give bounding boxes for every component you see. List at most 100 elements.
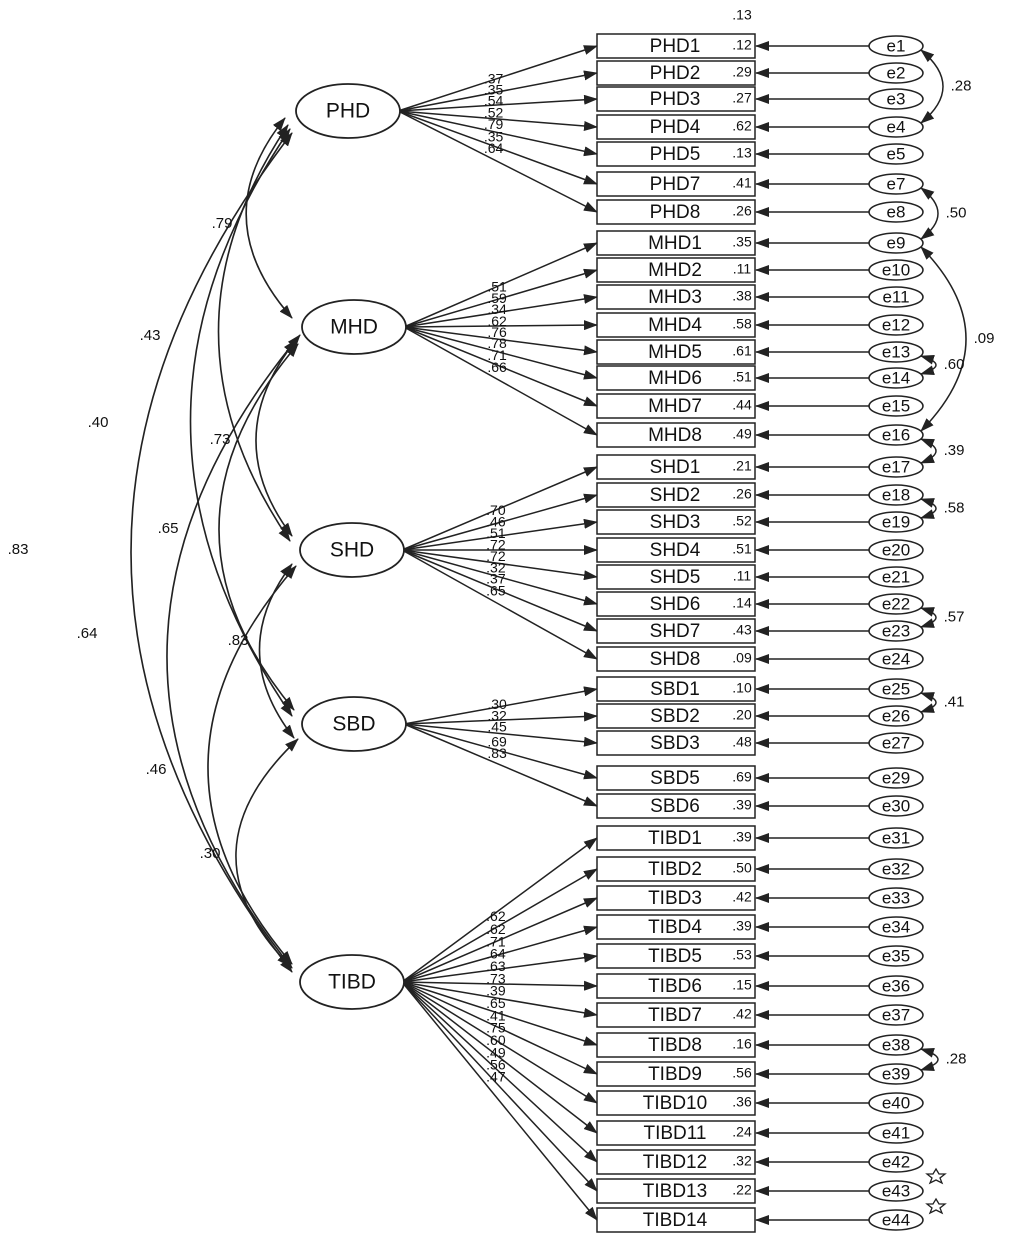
loading-label: .56 xyxy=(486,1056,506,1072)
r-squared-label: .09 xyxy=(732,650,752,666)
loading-arrow xyxy=(397,110,598,213)
r-squared-label: .42 xyxy=(732,1006,752,1022)
indicator-label: SBD5 xyxy=(650,768,700,789)
r-squared-label: .35 xyxy=(732,234,752,250)
indicator-box xyxy=(596,482,756,508)
error-term-ellipse xyxy=(868,593,924,615)
indicator-label: TIBD7 xyxy=(648,1005,702,1026)
indicator-box xyxy=(596,454,756,480)
indicator-label: PHD4 xyxy=(650,117,701,138)
error-term-label: e33 xyxy=(882,888,910,907)
indicator-box xyxy=(596,339,756,365)
loading-arrow xyxy=(403,723,598,780)
indicator-box xyxy=(596,60,756,86)
indicator-label: PHD8 xyxy=(650,202,701,223)
loading-label: .37 xyxy=(484,70,504,86)
indicator-box xyxy=(596,730,756,756)
loading-arrow xyxy=(401,981,598,1221)
error-term-label: e9 xyxy=(887,233,906,252)
latent-ellipse xyxy=(299,522,405,578)
error-term-ellipse xyxy=(868,173,924,195)
latent-covariance-arc xyxy=(235,738,299,967)
loading-arrow xyxy=(397,70,598,112)
r-squared-label: .43 xyxy=(732,622,752,638)
r-squared-label: .48 xyxy=(732,734,752,750)
error-term-ellipse xyxy=(868,945,924,967)
error-term-label: e11 xyxy=(882,287,909,306)
indicator-label: TIBD3 xyxy=(648,888,702,909)
r-squared-label: .42 xyxy=(732,889,752,905)
indicator-box xyxy=(596,646,756,672)
error-term-label: e31 xyxy=(882,828,910,847)
loading-label: .76 xyxy=(487,324,507,340)
error-term-label: e30 xyxy=(882,796,910,815)
error-term-ellipse xyxy=(868,1034,924,1056)
loading-arrow xyxy=(403,268,598,328)
error-term-ellipse xyxy=(868,1180,924,1202)
indicator-box xyxy=(596,914,756,940)
error-term-ellipse xyxy=(868,395,924,417)
latent-covariance-label: .64 xyxy=(77,625,98,642)
error-term-label: e39 xyxy=(882,1064,910,1083)
loading-label: .51 xyxy=(487,278,507,294)
latent-covariance-label: .65 xyxy=(158,520,179,537)
loading-label: .52 xyxy=(484,104,504,120)
loading-arrow xyxy=(401,549,598,632)
loading-arrow xyxy=(403,723,598,747)
loading-arrow xyxy=(401,466,598,551)
error-term-label: e3 xyxy=(887,89,906,108)
error-covariance-label: .57 xyxy=(944,608,965,625)
indicator-label: TIBD10 xyxy=(643,1093,707,1114)
error-term-ellipse xyxy=(868,1092,924,1114)
r-squared-label: .26 xyxy=(732,203,752,219)
latent-covariance-arc xyxy=(245,117,293,319)
loading-arrow xyxy=(403,326,598,380)
error-term-ellipse xyxy=(868,314,924,336)
latent-label: MHD xyxy=(330,316,378,339)
indicator-box xyxy=(596,1002,756,1028)
loading-label: .41 xyxy=(486,1007,506,1023)
indicator-box xyxy=(596,943,756,969)
error-term-label: e4 xyxy=(887,117,906,136)
error-covariance-arc xyxy=(920,607,937,628)
error-term-label: e36 xyxy=(882,976,910,995)
indicator-box xyxy=(596,885,756,911)
indicator-box xyxy=(596,312,756,338)
loading-label: .59 xyxy=(487,290,507,306)
r-squared-label: .16 xyxy=(732,1036,752,1052)
indicator-label: SBD2 xyxy=(650,706,700,727)
error-term-label: e8 xyxy=(887,202,906,221)
loading-arrow xyxy=(403,711,598,725)
indicator-label: TIBD5 xyxy=(648,946,702,967)
r-squared-label: .15 xyxy=(732,977,752,993)
loading-arrow xyxy=(401,549,598,606)
loading-arrow xyxy=(403,326,598,356)
indicator-box xyxy=(596,284,756,310)
error-covariance-label: .28 xyxy=(946,1050,967,1067)
r-squared-label: .14 xyxy=(732,595,752,611)
loading-label: .54 xyxy=(484,93,504,109)
loading-label: .34 xyxy=(487,301,507,317)
latent-covariance-label: .79 xyxy=(212,215,233,232)
error-term-label: e38 xyxy=(882,1035,910,1054)
loading-arrow xyxy=(397,94,598,112)
latent-covariance-label: .83 xyxy=(228,632,249,649)
error-covariance-label: .60 xyxy=(944,356,965,373)
latent-covariance-label: .46 xyxy=(146,761,167,778)
error-term-label: e42 xyxy=(882,1152,910,1171)
loading-label: .65 xyxy=(486,995,506,1011)
latent-covariance-label: .73 xyxy=(210,431,231,448)
error-term-label: e13 xyxy=(882,342,910,361)
indicator-label: TIBD9 xyxy=(648,1064,702,1085)
loading-label: .78 xyxy=(487,335,507,351)
loading-label: .73 xyxy=(486,970,506,986)
indicator-label: SBD1 xyxy=(650,679,700,700)
indicator-label: MHD7 xyxy=(648,396,702,417)
indicator-box xyxy=(596,618,756,644)
indicator-label: TIBD4 xyxy=(648,917,702,938)
indicator-box xyxy=(596,856,756,882)
indicator-label: PHD1 xyxy=(650,36,701,57)
error-term-ellipse xyxy=(868,678,924,700)
error-term-ellipse xyxy=(868,566,924,588)
r-squared-label: .51 xyxy=(732,541,752,557)
